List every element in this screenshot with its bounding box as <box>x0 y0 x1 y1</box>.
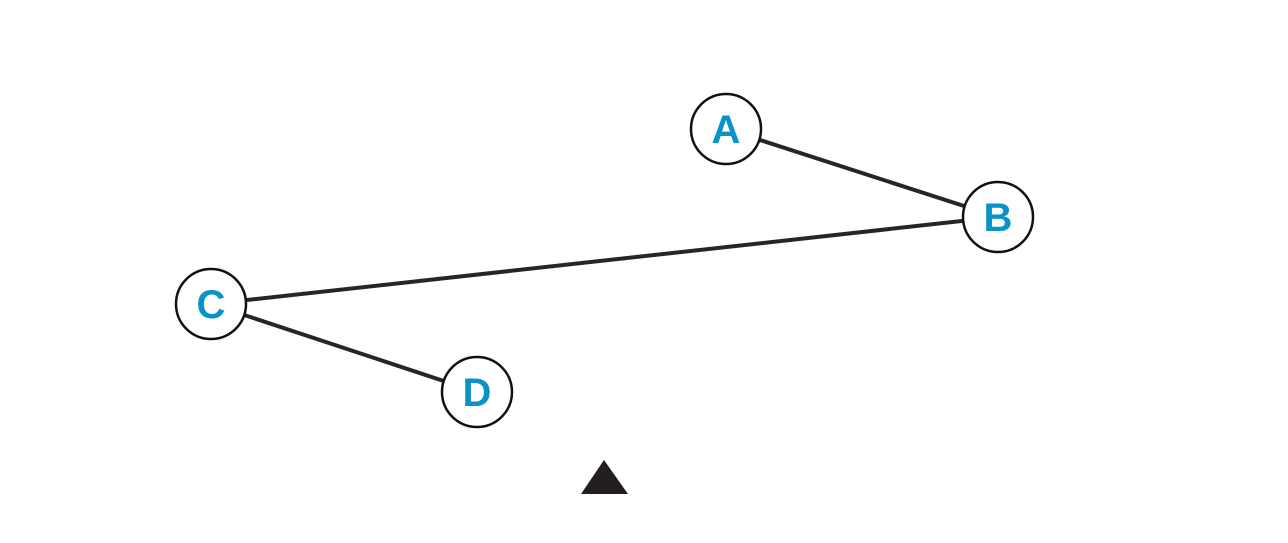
edge-b-c <box>210 215 999 306</box>
node-a: A <box>689 92 763 166</box>
node-circle <box>689 92 763 166</box>
node-c: C <box>174 267 248 341</box>
node-circle <box>440 355 514 429</box>
node-label: A <box>712 108 741 152</box>
nodes-layer: A B C D <box>174 92 1035 429</box>
node-label: C <box>197 283 226 327</box>
edge-c-d <box>210 302 478 394</box>
triangle-up-icon <box>581 460 628 494</box>
edge-a-b <box>725 127 999 219</box>
edges-layer <box>210 127 999 394</box>
node-b: B <box>961 180 1035 254</box>
node-label: B <box>984 196 1013 240</box>
node-d: D <box>440 355 514 429</box>
node-circle <box>174 267 248 341</box>
node-circle <box>961 180 1035 254</box>
node-label: D <box>463 371 492 415</box>
